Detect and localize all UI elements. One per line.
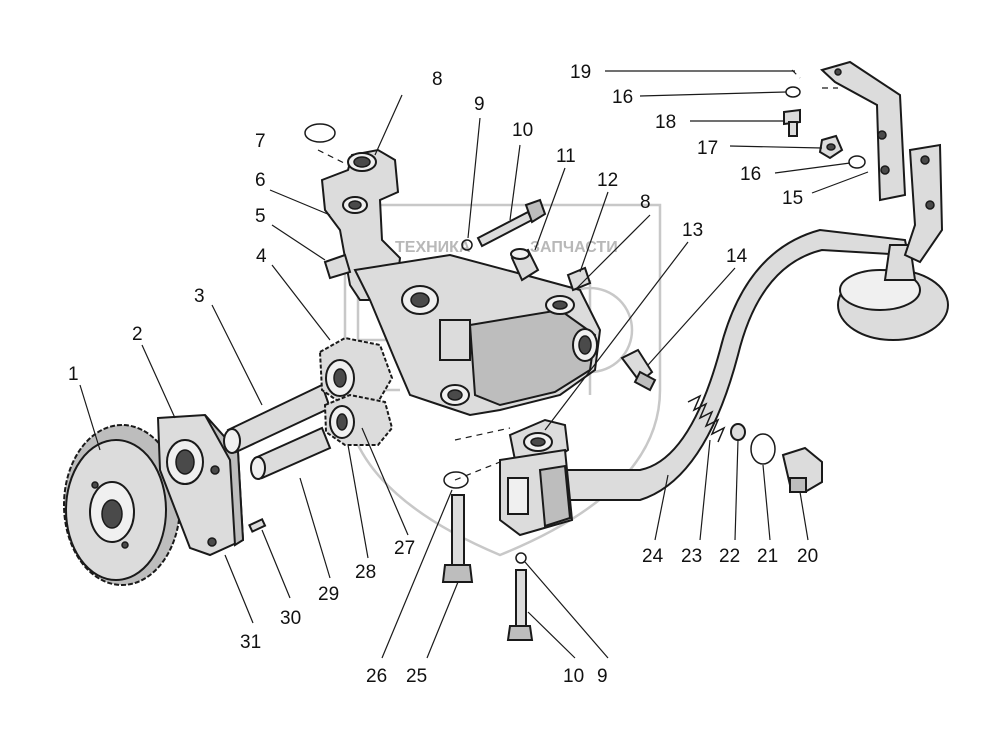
pressure-valve-body [499, 448, 574, 537]
callout-31: 31 [240, 632, 261, 653]
drive-pump-gear [318, 336, 394, 408]
bolt-lower [506, 569, 534, 641]
callout-20: 20 [797, 546, 818, 567]
callout-8-right: 8 [640, 192, 651, 213]
lock-washer-upper [461, 239, 473, 251]
callout-10-upper: 10 [512, 120, 533, 141]
callout-8-upper: 8 [432, 69, 443, 90]
callout-11: 11 [556, 146, 576, 167]
driven-shaft [250, 426, 332, 480]
watermark-left-text: ТЕХНИКА [395, 239, 471, 256]
callout-7: 7 [255, 131, 266, 152]
washer-top [785, 86, 801, 98]
strainer-bracket [820, 60, 907, 202]
valve-ball [730, 423, 746, 441]
callout-9-lower: 9 [597, 666, 608, 687]
long-bolt [441, 494, 474, 583]
pin [248, 517, 267, 533]
callout-29: 29 [318, 584, 339, 605]
bolt-upper [476, 198, 547, 248]
callout-13: 13 [682, 220, 703, 241]
nut [818, 134, 844, 160]
callout-5: 5 [255, 206, 266, 227]
callout-1: 1 [68, 364, 79, 385]
callout-6: 6 [255, 170, 266, 191]
callout-14: 14 [726, 246, 748, 267]
callout-21: 21 [757, 546, 778, 567]
callout-26: 26 [366, 666, 387, 687]
callout-2: 2 [132, 324, 143, 345]
callout-22: 22 [719, 546, 740, 567]
o-ring [304, 123, 336, 143]
callout-10-lower: 10 [563, 666, 584, 687]
plug-small [566, 266, 592, 292]
driven-pump-gear [323, 393, 394, 446]
washer-lower [848, 155, 866, 169]
callout-27: 27 [394, 538, 415, 559]
callout-19: 19 [570, 62, 591, 83]
valve-fitting [620, 348, 657, 392]
pump-body [353, 253, 602, 417]
bushing [510, 248, 540, 282]
leader-lines [79, 70, 869, 659]
callout-12: 12 [597, 170, 618, 191]
valve-plug [781, 446, 823, 494]
washer-long-bolt [443, 471, 469, 489]
valve-spring [687, 394, 726, 443]
callout-28: 28 [355, 562, 376, 583]
callout-3: 3 [194, 286, 205, 307]
gasket [750, 433, 776, 465]
watermark-shield [343, 203, 662, 557]
callout-17: 17 [697, 138, 718, 159]
plug [323, 253, 352, 280]
callout-16-upper: 16 [612, 87, 633, 108]
callout-30: 30 [280, 608, 301, 629]
callout-24: 24 [642, 546, 664, 567]
callout-15: 15 [782, 188, 803, 209]
callout-9-upper: 9 [474, 94, 485, 115]
pump-housing-bracket [320, 148, 402, 301]
callout-25: 25 [406, 666, 427, 687]
callout-23: 23 [681, 546, 702, 567]
drive-gear [63, 424, 181, 586]
callout-16-lower: 16 [740, 164, 761, 185]
callout-18: 18 [655, 112, 676, 133]
callout-4: 4 [256, 246, 267, 267]
bolt-small [783, 108, 801, 137]
callout-labels: 1 2 3 4 5 6 7 8 8 9 9 10 10 11 12 13 14 … [68, 62, 818, 687]
lock-washer-lower [515, 552, 527, 564]
oil-strainer [837, 244, 949, 341]
strainer-clamp [903, 143, 944, 264]
watermark-right-text: ЗАПЧАСТИ [530, 239, 618, 256]
